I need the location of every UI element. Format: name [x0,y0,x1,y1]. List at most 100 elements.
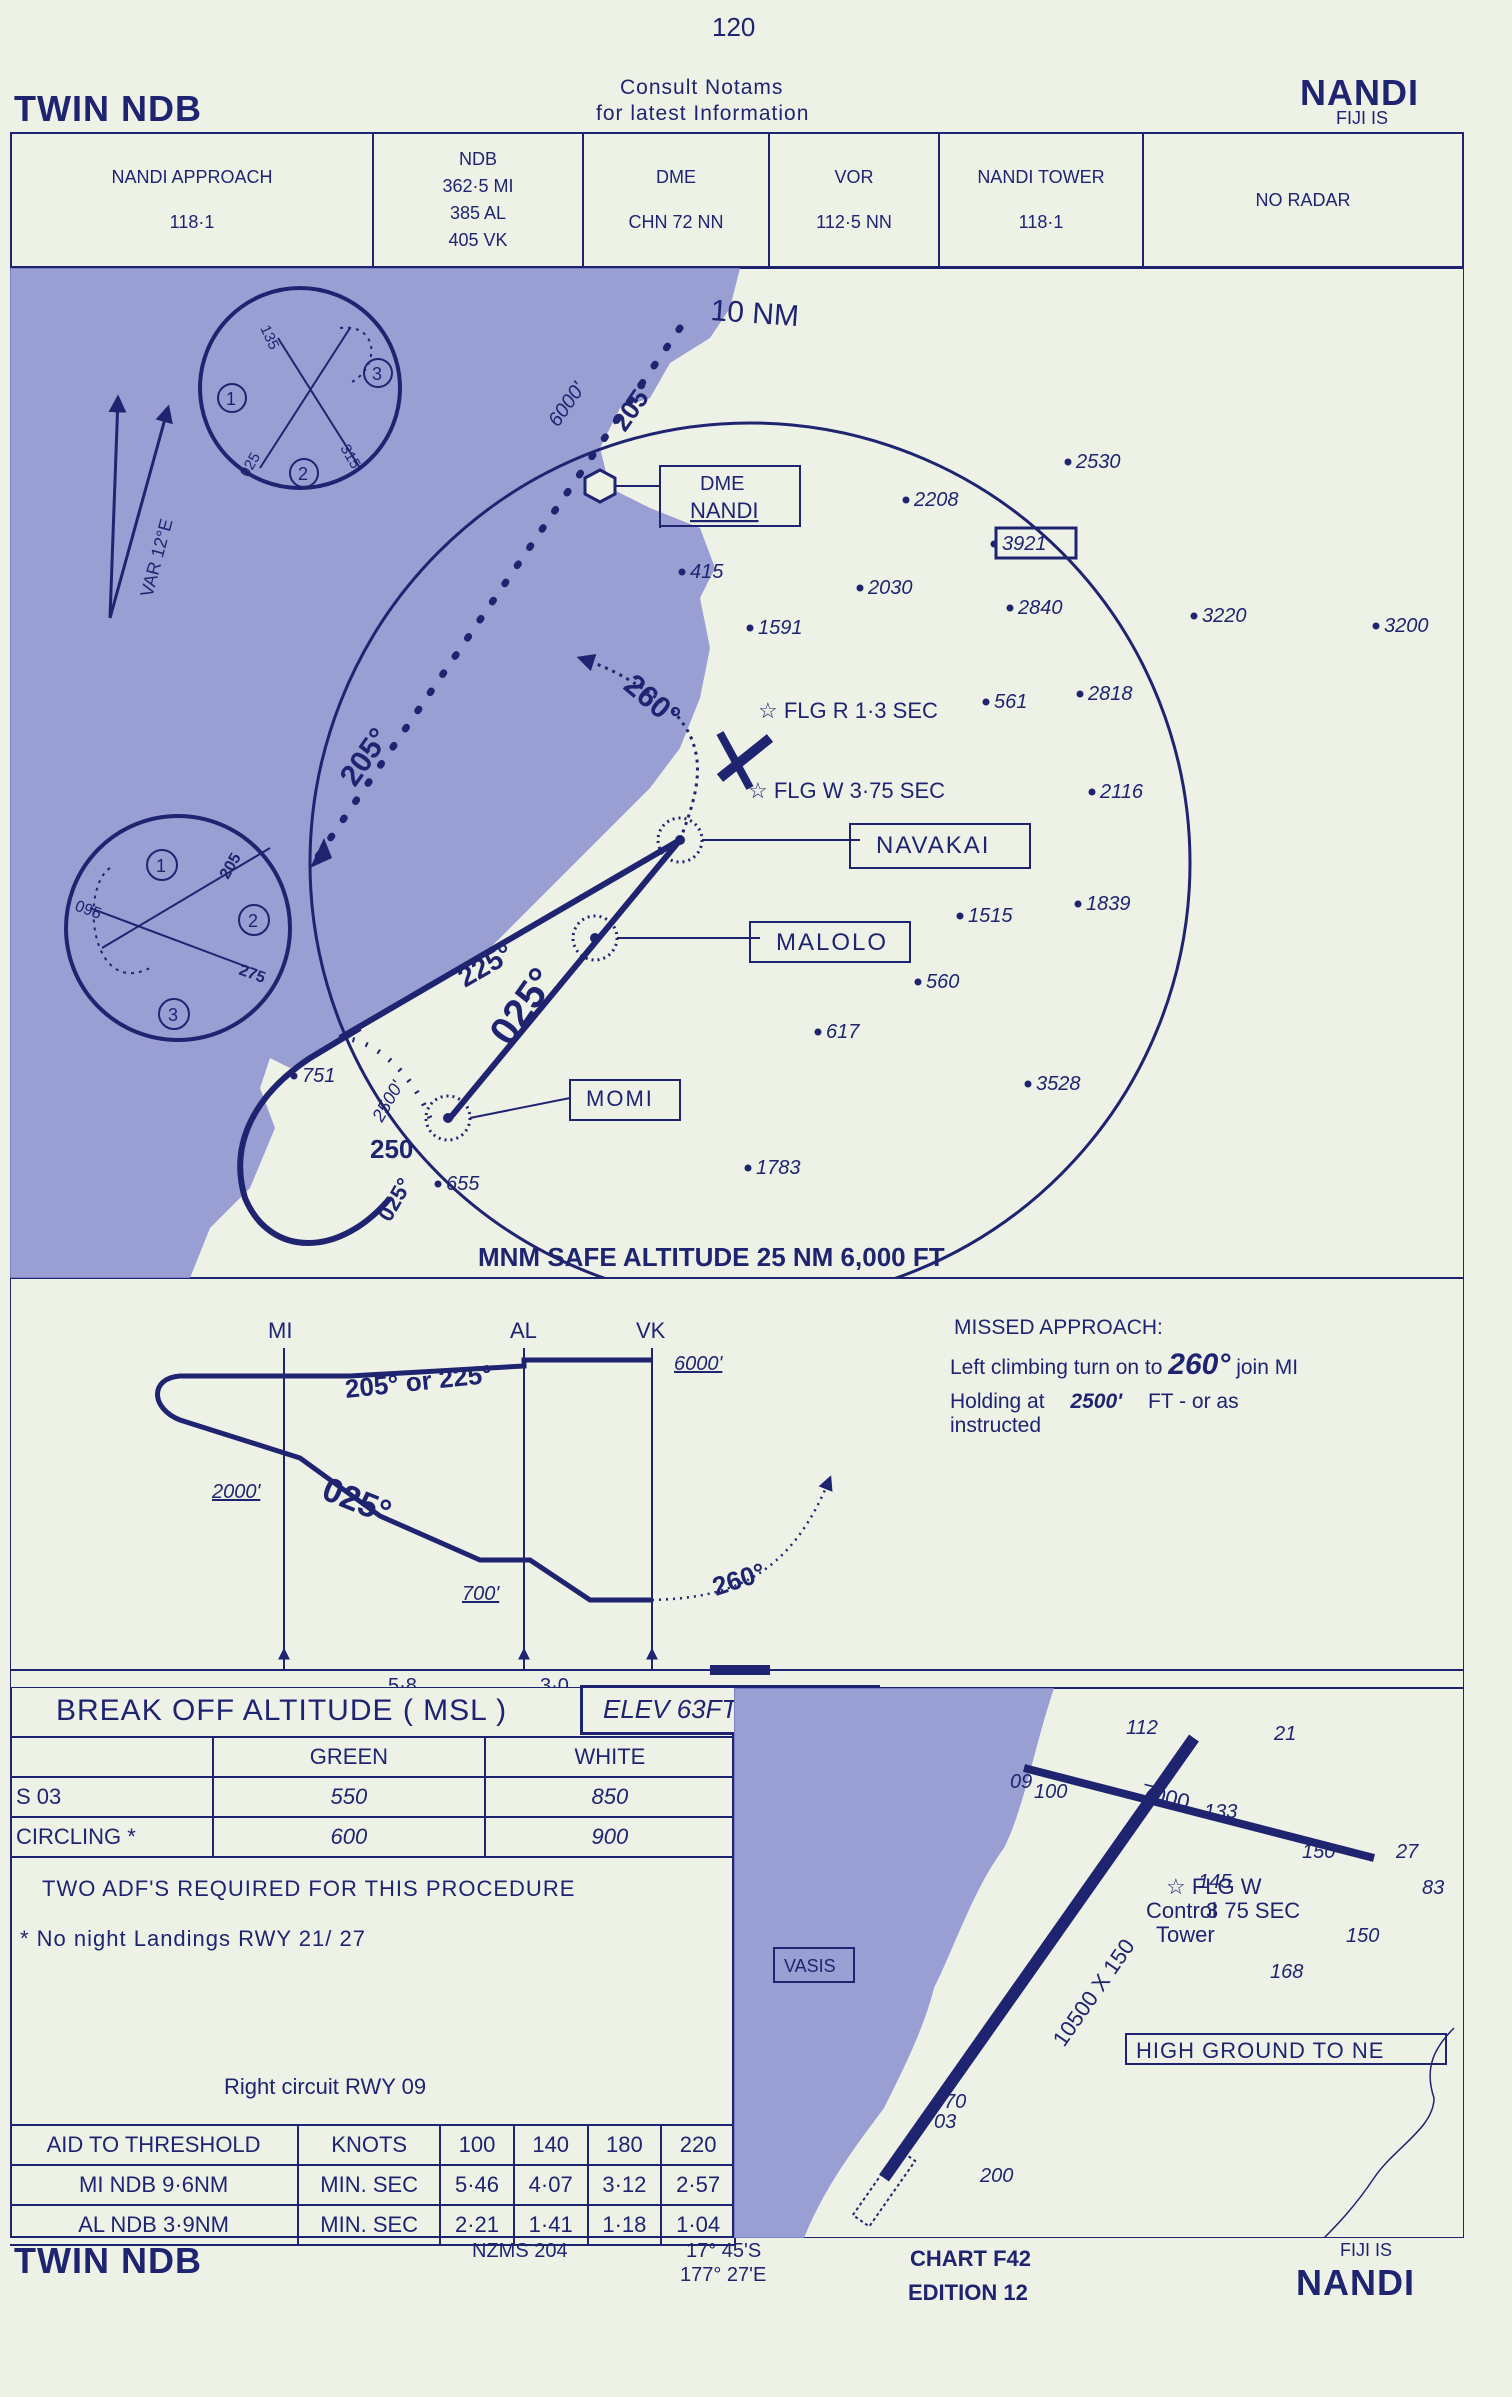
hold1-num-2: 2 [298,464,308,484]
timing-header-row: AID TO THRESHOLD KNOTS 100 140 180 220 [10,2124,736,2166]
aerodrome-label: 145 [1198,1871,1232,1893]
alt-2000-profile: 2000' [211,1481,261,1503]
spot-elevation-dot [1064,458,1072,466]
notams-line2: for latest Information [596,102,810,125]
spot-elevation: 561 [994,691,1027,713]
timing-value: 1·04 [660,2204,736,2246]
land-mass [10,268,740,1278]
frequency-bar: NANDI APPROACH 118·1 NDB 362·5 MI 385 AL… [10,132,1464,268]
tower-label-2: Tower [1156,1922,1215,1947]
max-elevation-box [994,526,1078,560]
spot-elevation-dot [856,584,864,592]
minima-row-name: S 03 [10,1776,214,1818]
timing-row: AL NDB 3·9NM MIN. SEC 2·21 1·41 1·18 1·0… [10,2204,736,2246]
spot-elevation: 3921 [1002,533,1047,555]
hold1-num-3: 3 [372,364,382,384]
course-missed-profile: 260° [709,1557,769,1602]
fix-al: AL [510,1318,537,1343]
footer-lon: 177° 27'E [680,2264,767,2286]
timing-value: 1·18 [586,2204,663,2246]
spot-elevation: 1839 [1086,893,1131,915]
range-ring-10nm [308,421,1192,1278]
spot-elevation: 3200 [1384,615,1429,637]
spot-elevation: 2030 [867,577,913,599]
aerodrome-label: 150 [1346,1925,1379,1947]
approach-frequency: 118·1 [169,212,215,232]
course-outbound-profile: 205° or 225° [343,1359,493,1404]
minima-white: 850 [483,1776,737,1818]
profile-view: MI AL VK 6000' 2000' 700' 205° or 225° 0… [10,1278,1464,1688]
var-arrow-mag [108,404,173,619]
missed-line-3: instructed [950,1414,1041,1437]
spot-elevation-dot [1006,604,1014,612]
navakai-box [849,823,1031,869]
profile-missed [651,1475,833,1602]
aerodrome-diagram: VASIS 10500 X 150 7000 HIGH GROUND TO NE… [734,1688,1464,2238]
aerodrome-label: 200 [979,2165,1013,2187]
ndb-line-1: 362·5 MI [442,176,514,196]
track-205-arrowhead [310,838,332,868]
aerodrome-label: 03 [934,2111,956,2133]
runway-09-27 [1023,1764,1375,1862]
minima-row: CIRCLING * 600 900 [10,1816,737,1858]
spot-elevation: 2818 [1087,683,1133,705]
safe-altitude: MNM SAFE ALTITUDE 25 NM 6,000 FT [478,1242,945,1272]
spot-elevation: 1591 [758,617,803,639]
track-025 [447,838,683,1120]
aerodrome-label: 09 [1010,1771,1032,1793]
flg-label: ☆ FLG W [1166,1874,1262,1899]
flg-sec-label: 3 75 SEC [1206,1898,1300,1923]
aerodrome-label: 83 [1422,1877,1444,1899]
vor-label: VOR [834,167,874,187]
dme-box-label: DME [700,473,744,495]
airport-name: NANDI [1300,72,1419,113]
dme-cell: DME CHN 72 NN [584,134,770,266]
spot-elevation-dot [744,1164,752,1172]
timing-header: 100 [439,2124,515,2166]
aerodrome-land [734,1688,1054,2238]
ndb-label: NDB [458,149,497,169]
break-off-title: BREAK OFF ALTITUDE ( MSL ) [56,1694,508,1727]
footer-procedure: TWIN NDB [14,2240,202,2281]
footer-chart: CHART F42 [910,2246,1032,2271]
approach-cell: NANDI APPROACH 118·1 [12,134,374,266]
river [1323,2027,1455,2238]
page-number: 120 [712,12,756,42]
missed-line-2: Holding at 2500' FT - or as [950,1390,1239,1413]
spot-elevation: 560 [926,971,959,993]
malolo-box [749,921,911,963]
note-circuit: Right circuit RWY 09 [224,2074,427,2099]
timing-value: 4·07 [512,2164,589,2206]
footer-edition: EDITION 12 [908,2280,1028,2305]
minima-green: 600 [212,1816,486,1858]
missed-line-1: Left climbing turn on to 260° join MI [950,1348,1298,1381]
spot-elevation: 1783 [756,1157,801,1179]
aerodrome-label: 21 [1273,1723,1296,1745]
ndb-cell: NDB 362·5 MI 385 AL 405 VK [374,134,584,266]
momi-label: MOMI [586,1086,654,1111]
col-green: GREEN [212,1736,486,1778]
spot-elevation-dot [956,912,964,920]
dme-symbol [583,468,617,504]
alt-6000-profile: 6000' [674,1353,723,1375]
momi-box [569,1079,681,1121]
spot-elevation-dot [290,1072,298,1080]
radar-cell: NO RADAR [1144,134,1462,266]
spot-elevation: 2208 [913,489,959,511]
spot-elevation-dot [1190,612,1198,620]
vor-cell: VOR 112·5 NN [770,134,940,266]
footer-nzms: NZMS 204 [472,2240,568,2262]
minima-table: GREEN WHITE S 03 550 850 CIRCLING * 600 … [10,1736,737,1858]
missed-title: MISSED APPROACH: [954,1316,1163,1339]
footer-lat: 17° 45'S [686,2240,762,2262]
procedure-title: TWIN NDB [14,88,202,129]
timing-header: 140 [512,2124,589,2166]
range-ring-label: 10 NM [710,294,800,333]
spot-elevation-dot [1372,622,1380,630]
malolo-label: MALOLO [776,929,888,956]
approach-lights [851,2148,917,2228]
vasis-label: VASIS [784,1956,836,1976]
spot-elevation-dot [678,568,686,576]
course-250: 250 [370,1134,413,1164]
var-arrow-true [108,394,127,619]
